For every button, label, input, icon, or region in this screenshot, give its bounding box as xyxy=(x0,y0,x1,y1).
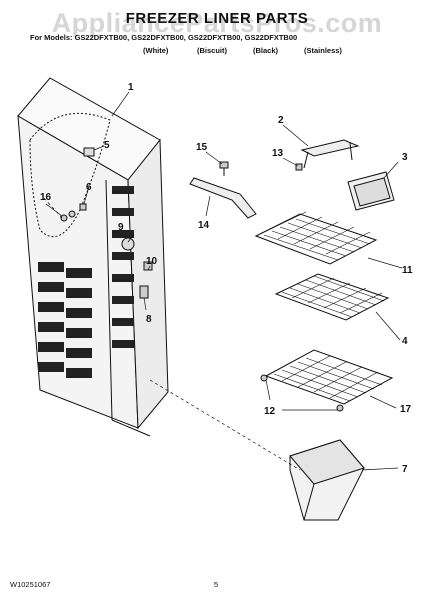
screw-part-6 xyxy=(79,203,87,211)
callout-16: 16 xyxy=(40,192,52,203)
model-list: For Models: GS22DFXTB00, GS22DFXTB00, GS… xyxy=(30,33,298,42)
cam-part-9 xyxy=(121,237,135,251)
page-title: FREEZER LINER PARTS xyxy=(125,10,309,27)
callout-14: 14 xyxy=(198,220,210,231)
shelf-frame-2 xyxy=(295,139,360,171)
callout-3: 3 xyxy=(402,152,408,163)
callout-11: 11 xyxy=(402,265,413,276)
callout-1: 1 xyxy=(128,82,134,93)
shelf-panel-3 xyxy=(347,171,395,211)
document-id: W10251067 xyxy=(10,580,51,589)
wire-shelf-4 xyxy=(274,273,390,321)
watermark: AppliancePartsPros.com xyxy=(51,8,383,38)
callout-9: 9 xyxy=(118,222,124,233)
variant-stainless: (Stainless) xyxy=(304,46,342,55)
support-part-8 xyxy=(139,285,149,299)
callout-15: 15 xyxy=(196,142,208,153)
page-number: 5 xyxy=(214,580,219,589)
callout-6: 6 xyxy=(86,182,92,193)
wire-shelf-17 xyxy=(264,349,394,405)
variant-biscuit: (Biscuit) xyxy=(197,46,227,55)
freezer-liner xyxy=(17,77,169,437)
callout-12: 12 xyxy=(264,406,276,417)
callout-4: 4 xyxy=(402,336,408,347)
variant-white: (White) xyxy=(143,46,169,55)
callout-17: 17 xyxy=(400,404,412,415)
end-cap-12 xyxy=(260,374,344,412)
variant-black: (Black) xyxy=(253,46,279,55)
shelf-bracket-14 xyxy=(189,161,257,219)
callout-7: 7 xyxy=(402,464,408,475)
callout-13: 13 xyxy=(272,148,284,159)
screw-part-16 xyxy=(60,210,76,222)
callout-10: 10 xyxy=(146,256,158,267)
callout-2: 2 xyxy=(278,115,284,126)
callout-8: 8 xyxy=(146,314,152,325)
clip-part-5 xyxy=(83,147,95,157)
wire-shelf-11 xyxy=(254,211,378,265)
freezer-bin-7 xyxy=(289,439,365,521)
callout-5: 5 xyxy=(104,140,110,151)
